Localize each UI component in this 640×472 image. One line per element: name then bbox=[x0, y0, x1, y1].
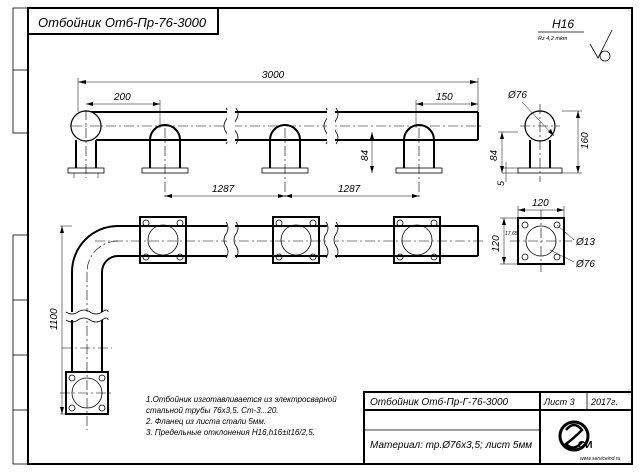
flange-pipe-diameter-label: Ø76 bbox=[575, 259, 595, 270]
side-height-label: 160 bbox=[580, 132, 591, 149]
note-line-3: 2. Фланец из листа стали 5мм. bbox=[145, 417, 266, 426]
side-view: Ø76 160 84 5 bbox=[489, 90, 591, 186]
note-line-2: стальной трубы 76х3,5. Ст-3...20. bbox=[146, 406, 279, 415]
title-box bbox=[27, 7, 219, 35]
drawing-year: 2017г. bbox=[590, 397, 618, 407]
plan-flange-3 bbox=[393, 216, 441, 264]
span-1-label: 1287 bbox=[212, 184, 235, 195]
span-2-label: 1287 bbox=[338, 184, 361, 195]
notes: 1.Отбойник изготавливается из электросва… bbox=[145, 395, 337, 437]
roughness-value: Rz 4,2 mkm bbox=[538, 36, 568, 42]
plan-flange-1 bbox=[139, 216, 187, 264]
side-post-height-label: 84 bbox=[489, 149, 500, 161]
note-line-4: 3. Предельные отклонения H16,h16±it16/2,… bbox=[146, 428, 315, 437]
title-block-name: Отбойник Отб-Пр-Г-76-3000 bbox=[370, 396, 509, 408]
post-height-label: 84 bbox=[360, 149, 371, 161]
front-post-3 bbox=[395, 124, 443, 200]
front-view: 3000 200 150 bbox=[67, 70, 484, 200]
plan-view: 1100 bbox=[49, 216, 484, 430]
company-website: www.serviceind.ru bbox=[580, 456, 621, 462]
drawing-title: Отбойник Отб-Пр-76-3000 bbox=[38, 15, 207, 30]
roughness-class: H16 bbox=[552, 17, 574, 31]
binding-strip-top bbox=[12, 7, 29, 134]
front-post-2 bbox=[261, 124, 309, 200]
flange-height-label: 120 bbox=[491, 235, 502, 252]
hole-diameter-label: Ø13 bbox=[575, 237, 595, 248]
overall-length-label: 3000 bbox=[262, 70, 285, 81]
binding-strip-bottom bbox=[12, 234, 29, 465]
sheet-number: Лист 3 bbox=[543, 397, 575, 407]
right-offset-label: 150 bbox=[436, 92, 453, 103]
note-line-1: 1.Отбойник изготавливается из электросва… bbox=[146, 395, 337, 404]
company-logo-icon: СИ bbox=[558, 420, 592, 452]
flange-width-label: 120 bbox=[532, 198, 549, 209]
front-post-1 bbox=[141, 124, 189, 200]
roughness-symbol-icon bbox=[589, 29, 613, 62]
logo-lettering: СИ bbox=[578, 440, 592, 451]
title-block: Отбойник Отб-Пр-Г-76-3000 Лист 3 2017г. … bbox=[363, 391, 633, 465]
flange-thickness-label: 5 bbox=[496, 180, 506, 186]
flange-detail: 120 120 17,65 Ø13 Ø76 bbox=[491, 198, 595, 272]
plan-flange-2 bbox=[272, 216, 320, 264]
plan-length-label: 1100 bbox=[49, 308, 60, 330]
hole-spacing-label: 17,65 bbox=[505, 231, 518, 237]
material-spec: Материал: тр.Ø76х3,5; лист 5мм bbox=[370, 440, 532, 451]
plan-flange-corner bbox=[60, 371, 114, 415]
side-pipe-diameter: Ø76 bbox=[507, 90, 527, 101]
left-offset-label: 200 bbox=[113, 92, 131, 103]
